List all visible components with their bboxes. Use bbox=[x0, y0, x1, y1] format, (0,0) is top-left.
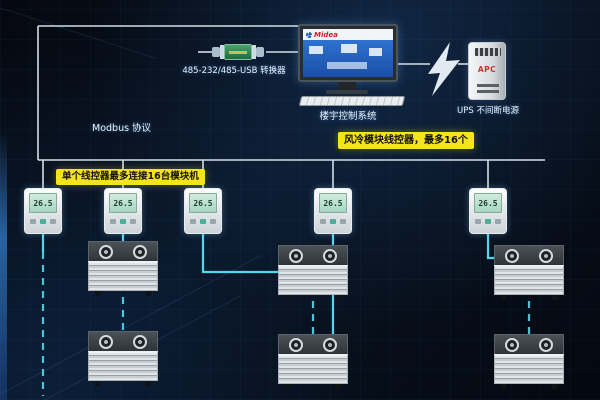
modbus-label: Modbus 协议 bbox=[92, 123, 152, 134]
chiller-unit bbox=[278, 334, 348, 389]
monitor-label: 楼宇控制系统 bbox=[319, 111, 377, 122]
controller-buttons bbox=[185, 219, 221, 224]
fan-icon bbox=[133, 334, 147, 349]
wire-controller: 26.5 bbox=[314, 188, 352, 234]
controller-buttons bbox=[25, 219, 61, 224]
wire-controller: 26.5 bbox=[104, 188, 142, 234]
screen-brand: Midea bbox=[314, 30, 338, 39]
serial-converter bbox=[212, 44, 264, 60]
fan-icon bbox=[99, 334, 113, 349]
monitor-screen: Midea bbox=[303, 29, 393, 77]
fan-icon bbox=[133, 244, 147, 259]
fan-icon bbox=[323, 248, 337, 263]
midea-logo-icon bbox=[306, 31, 312, 38]
chiller-unit bbox=[278, 245, 348, 300]
fan-icon bbox=[505, 248, 519, 263]
controller-buttons bbox=[470, 219, 506, 224]
controller-lcd: 26.5 bbox=[109, 193, 137, 213]
fan-icon bbox=[505, 337, 519, 352]
chiller-unit bbox=[494, 245, 564, 300]
chiller-unit bbox=[88, 241, 158, 296]
controller-lcd: 26.5 bbox=[189, 193, 217, 213]
monitor: Midea bbox=[298, 24, 398, 82]
fan-icon bbox=[539, 248, 553, 263]
background-streak bbox=[0, 130, 7, 400]
fan-icon bbox=[289, 337, 303, 352]
monitor-stand bbox=[338, 82, 356, 91]
converter-label: 485-232/485-USB 转换器 bbox=[182, 66, 286, 76]
connector-plug-icon bbox=[256, 47, 264, 57]
ups-vent bbox=[475, 48, 501, 56]
controller-lcd: 26.5 bbox=[474, 193, 502, 213]
ups-device: APC bbox=[468, 42, 506, 100]
wire-controller: 26.5 bbox=[24, 188, 62, 234]
connector-plug-icon bbox=[212, 47, 220, 57]
fan-icon bbox=[99, 244, 113, 259]
controller-lcd: 26.5 bbox=[29, 193, 57, 213]
wire-controller: 26.5 bbox=[469, 188, 507, 234]
controllers-count-badge: 风冷模块线控器，最多16个 bbox=[338, 132, 474, 149]
lightning-bolt-icon bbox=[428, 42, 460, 96]
ups-brand: APC bbox=[477, 65, 497, 74]
chiller-unit bbox=[494, 334, 564, 389]
controller-buttons bbox=[315, 219, 351, 224]
keyboard bbox=[298, 96, 406, 106]
controller-lcd: 26.5 bbox=[319, 193, 347, 213]
wire-controller: 26.5 bbox=[184, 188, 222, 234]
fan-icon bbox=[539, 337, 553, 352]
fan-icon bbox=[289, 248, 303, 263]
screen-diagram bbox=[303, 40, 393, 77]
chiller-unit bbox=[88, 331, 158, 386]
converter-body bbox=[224, 44, 252, 60]
controller-note-badge: 单个线控器最多连接16台模块机 bbox=[56, 169, 205, 186]
control-pc: Midea bbox=[298, 24, 410, 108]
controller-buttons bbox=[105, 219, 141, 224]
monitor-base bbox=[326, 90, 368, 94]
fan-icon bbox=[323, 337, 337, 352]
screen-header: Midea bbox=[303, 29, 393, 40]
ups-label: UPS 不间断电源 bbox=[457, 106, 519, 116]
